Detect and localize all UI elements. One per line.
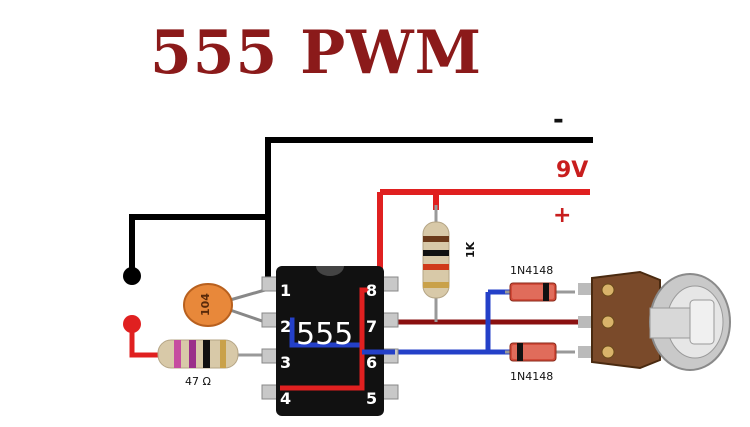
capacitor-label: 104 bbox=[199, 293, 212, 316]
supply-minus-label: - bbox=[553, 105, 564, 135]
resistor-in-label: 47 Ω bbox=[185, 375, 211, 388]
pin-label-4: 4 bbox=[280, 389, 291, 408]
resistor-pullup-label: 1K bbox=[464, 241, 477, 258]
ic-555: 555 bbox=[261, 266, 399, 416]
diagram-title: 555 PWM bbox=[150, 18, 483, 88]
diode-bottom-label: 1N4148 bbox=[510, 370, 553, 383]
diode-bottom: 1N4148 bbox=[505, 342, 575, 383]
ground-terminal bbox=[123, 267, 141, 285]
pin-label-3: 3 bbox=[280, 353, 291, 372]
capacitor-104: 104 bbox=[183, 283, 266, 327]
pin-label-8: 8 bbox=[366, 281, 377, 300]
pin-label-2: 2 bbox=[280, 317, 291, 336]
input-wire bbox=[129, 324, 160, 358]
resistor-47: 47 Ω bbox=[157, 339, 265, 388]
ground-wires bbox=[129, 137, 593, 288]
pin-label-1: 1 bbox=[280, 281, 291, 300]
resistor-1k: 1K bbox=[422, 205, 477, 315]
pin-label-7: 7 bbox=[366, 317, 377, 336]
diode-top-label: 1N4148 bbox=[510, 264, 553, 277]
supply-voltage-label: 9V bbox=[556, 158, 588, 183]
pin-label-6: 6 bbox=[366, 353, 377, 372]
diode-top: 1N4148 bbox=[505, 264, 575, 302]
pin-label-5: 5 bbox=[366, 389, 377, 408]
supply-plus-label: + bbox=[553, 203, 571, 228]
potentiometer bbox=[578, 270, 731, 371]
ic-label: 555 bbox=[296, 317, 353, 352]
